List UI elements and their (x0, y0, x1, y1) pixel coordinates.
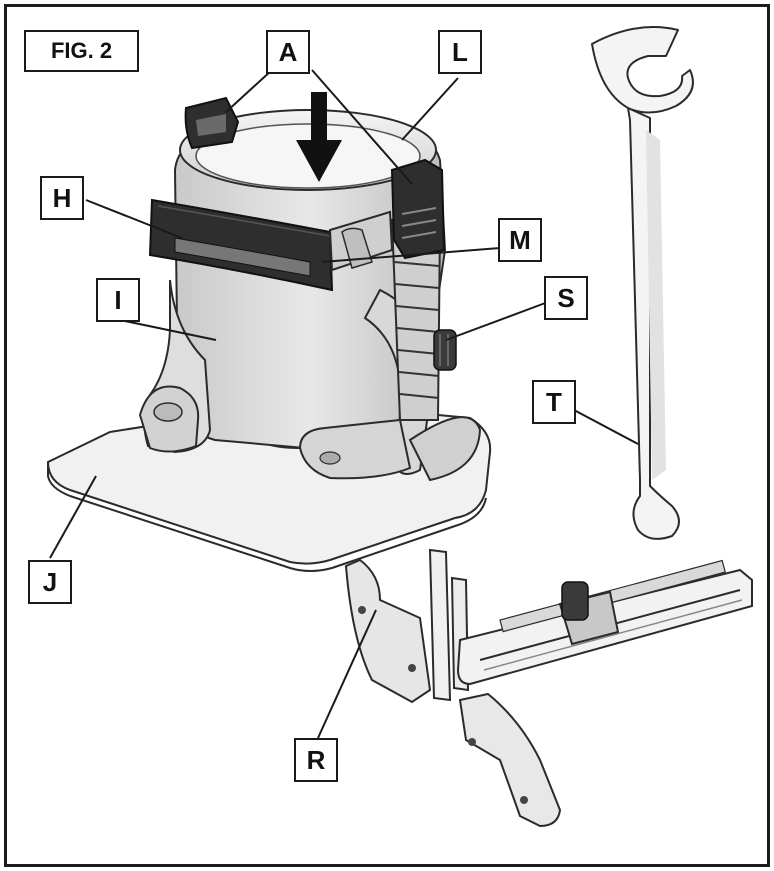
callout-l: L (438, 30, 482, 74)
callout-s: S (544, 276, 588, 320)
callout-r: R (294, 738, 338, 782)
edge-guide (344, 548, 753, 828)
callout-a: A (266, 30, 310, 74)
release-tab-right (390, 158, 446, 260)
callout-t: T (532, 380, 576, 424)
callout-h: H (40, 176, 84, 220)
callout-i: I (96, 278, 140, 322)
adjustment-ribs (390, 218, 442, 421)
release-tab-left (184, 96, 240, 150)
figure-title: FIG. 2 (24, 30, 139, 72)
adjustment-knob (433, 329, 457, 371)
callout-m: M (498, 218, 542, 262)
clamp-band (148, 198, 334, 292)
down-arrow-icon (296, 92, 342, 182)
leader-lines (49, 69, 639, 739)
wrench (591, 26, 694, 540)
figure-frame (4, 4, 770, 867)
callout-j: J (28, 560, 72, 604)
